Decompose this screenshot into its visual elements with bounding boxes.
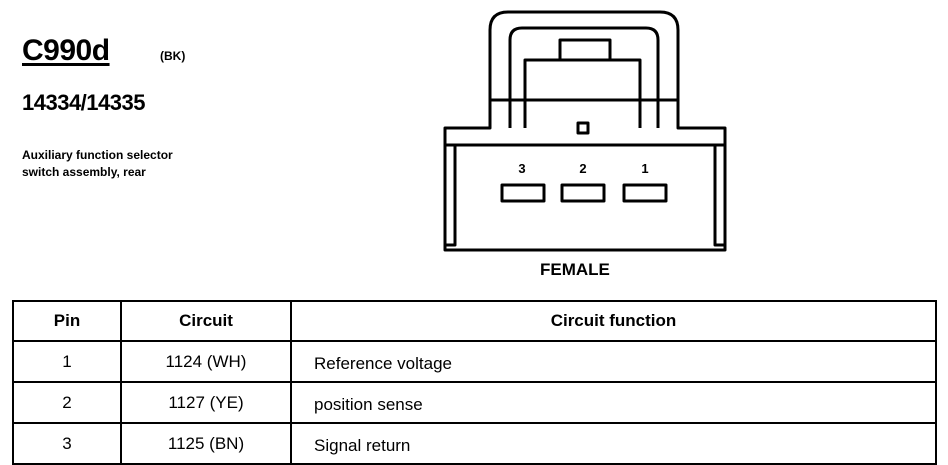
connector-gender-label: FEMALE	[540, 260, 610, 279]
pin-cell: 1	[12, 340, 122, 383]
header-circuit: Circuit	[120, 300, 292, 342]
pin-cell: 3	[12, 422, 122, 465]
connector-description: Auxiliary function selector switch assem…	[22, 147, 252, 181]
description-line-2: switch assembly, rear	[22, 165, 146, 179]
function-cell: Signal return	[290, 422, 937, 465]
function-cell: position sense	[290, 381, 937, 424]
circuit-cell: 1124 (WH)	[120, 340, 292, 383]
header-circuit-function: Circuit function	[290, 300, 937, 342]
color-code: (BK)	[160, 49, 186, 63]
circuit-cell: 1127 (YE)	[120, 381, 292, 424]
table-row: 2 1127 (YE) position sense	[12, 381, 937, 424]
table-row: 3 1125 (BN) Signal return	[12, 422, 937, 465]
function-cell: Reference voltage	[290, 340, 937, 383]
pin-table: Pin Circuit Circuit function 1 1124 (WH)…	[12, 300, 937, 465]
part-number: 14334/14335	[22, 90, 145, 115]
pin-cell: 2	[12, 381, 122, 424]
table-row: 1 1124 (WH) Reference voltage	[12, 340, 937, 383]
cavity-label-3: 3	[518, 161, 525, 176]
description-line-1: Auxiliary function selector	[22, 148, 173, 162]
connector-id: C990d	[22, 34, 110, 67]
cavity-label-1: 1	[641, 161, 648, 176]
circuit-cell: 1125 (BN)	[120, 422, 292, 465]
header-pin: Pin	[12, 300, 122, 342]
table-header-row: Pin Circuit Circuit function	[12, 300, 937, 342]
cavity-label-2: 2	[579, 161, 586, 176]
